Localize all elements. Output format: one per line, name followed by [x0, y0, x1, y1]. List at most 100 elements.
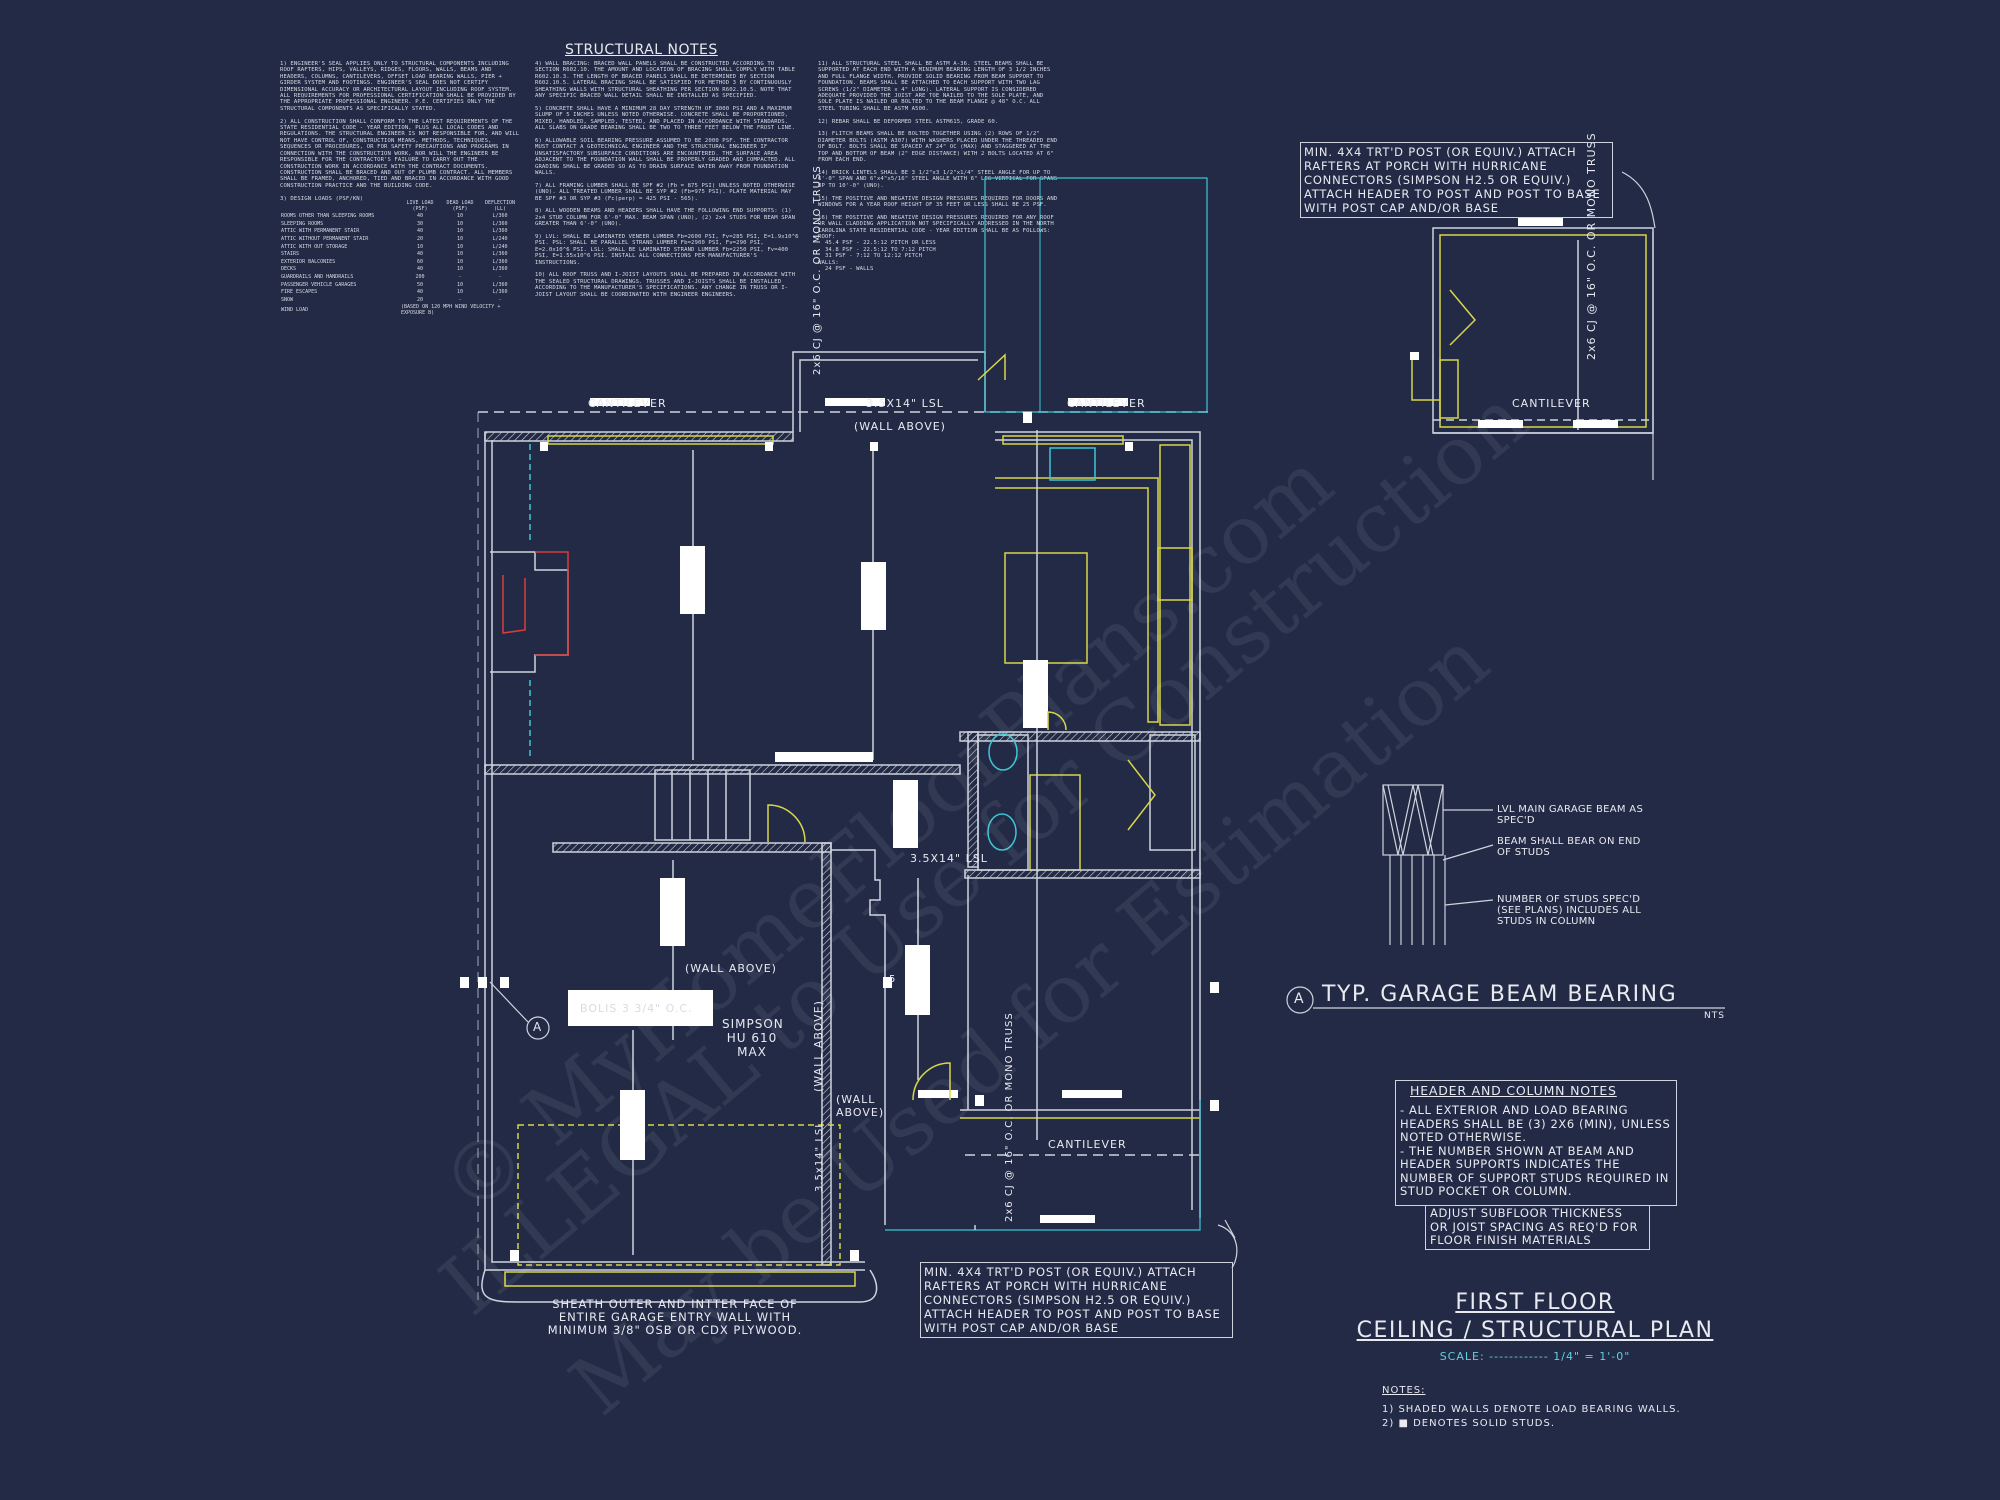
- design-loads-table: LIVE LOAD (PSF) DEAD LOAD (PSF) DEFLECTI…: [280, 200, 520, 318]
- wall-above-label-mid: (WALL ABOVE): [685, 962, 777, 975]
- loads-cell: 10: [456, 281, 464, 288]
- loads-cell: 40: [416, 251, 424, 258]
- loads-cell: DECKS: [281, 266, 297, 273]
- loads-cell: -: [458, 296, 462, 303]
- sink-bath: [987, 813, 1017, 851]
- stair: [654, 769, 751, 841]
- loads-header-deflection: DEFLECTION (LL): [484, 200, 516, 212]
- loads-cell: 40: [416, 266, 424, 273]
- bearing-label-1: LVL MAIN GARAGE BEAM AS SPEC'D: [1497, 804, 1644, 826]
- structural-notes-col3: 11) ALL STRUCTURAL STEEL SHALL BE ASTM A…: [818, 61, 1058, 272]
- porch-callout-top: MIN. 4x4 TRT'D POST (OR EQUIV.) ATTACH R…: [1300, 142, 1613, 218]
- loads-cell: L/360: [492, 228, 508, 235]
- loads-cell: 10: [456, 258, 464, 265]
- door-swing-5: [977, 353, 1006, 381]
- notes-title: NOTES:: [1382, 1385, 1426, 1396]
- note-1: 1) SHADED WALLS DENOTE LOAD BEARING WALL…: [1382, 1404, 1681, 1415]
- plan-scale: SCALE: ------------ 1/4" = 1'-0": [1439, 1350, 1631, 1363]
- loads-cell: 10: [456, 213, 464, 220]
- loads-cell: L/360: [492, 251, 508, 258]
- door-swing-4: [1047, 711, 1067, 731]
- sheath-bracket: [481, 1269, 878, 1303]
- wall-above-label-small: (WALL ABOVE): [836, 1093, 885, 1119]
- porch-top-right: [984, 177, 1208, 413]
- cantilever-label-top-right: CANTILEVER: [1067, 397, 1146, 410]
- door-swing-3: [1127, 759, 1156, 831]
- wall-above-label-top: (WALL ABOVE): [854, 420, 946, 433]
- loads-cell: 10: [456, 266, 464, 273]
- loads-cell: 10: [456, 251, 464, 258]
- bearing-beam-hatch: [1382, 784, 1444, 856]
- loads-cell: STAIRS: [281, 251, 300, 258]
- top-bump-wall-inner: [799, 359, 978, 432]
- loads-cell: ATTIC WITH PERMANENT STAIR: [281, 228, 360, 235]
- mid-wall-right: [959, 731, 1201, 742]
- loads-cell: -: [458, 273, 462, 280]
- bottom-porch: [885, 1100, 1201, 1231]
- loads-row: FIRE ESCAPES 40 10 L/360: [280, 289, 520, 297]
- loads-cell: L/360: [492, 281, 508, 288]
- loads-cell: 10: [456, 228, 464, 235]
- loads-cell: WIND LOAD: [281, 307, 309, 314]
- loads-cell: FIRE ESCAPES: [281, 289, 318, 296]
- subfloor-note: ADJUST SUBFLOOR THICKNESS OR JOIST SPACI…: [1425, 1205, 1650, 1250]
- bearing-label-2: BEAM SHALL BEAR ON END OF STUDS: [1497, 836, 1641, 858]
- loads-cell: ATTIC WITH OUT STORAGE: [281, 243, 348, 250]
- cantilever-label-bottom: CANTILEVER: [1048, 1138, 1127, 1151]
- garage-door-header: [504, 1271, 856, 1287]
- plan-title-line2: CEILING / STRUCTURAL PLAN: [1356, 1318, 1714, 1343]
- lsl-label-top: 3.5x14" LSL: [866, 397, 944, 410]
- loads-cell: ROOMS OTHER THAN SLEEPING ROOMS: [281, 213, 375, 220]
- loads-cell: 10: [416, 243, 424, 250]
- lower-right-wall: [964, 869, 1201, 879]
- plan-title-line1: FIRST FLOOR: [1455, 1290, 1615, 1315]
- right-exterior-wall-inner: [995, 439, 1193, 1210]
- sheath-note: SHEATH OUTER AND INTTER FACE OF ENTIRE G…: [547, 1297, 803, 1337]
- porch-cantilever-label: CANTILEVER: [1512, 397, 1591, 410]
- loads-cell: L/240: [492, 235, 508, 242]
- kitchen-island: [1004, 552, 1088, 664]
- porch-plan-inner: [1439, 234, 1647, 428]
- right-exterior-wall: [995, 431, 1201, 1218]
- loads-cell: EXTERIOR BALCONIES: [281, 258, 336, 265]
- loads-row: STAIRS 40 10 L/360: [280, 251, 520, 259]
- loads-cell: SLEEPING ROOMS: [281, 220, 324, 227]
- loads-cell: 40: [416, 289, 424, 296]
- loads-cell: L/360: [492, 289, 508, 296]
- loads-cell: 20: [416, 235, 424, 242]
- loads-header-row: LIVE LOAD (PSF) DEAD LOAD (PSF) DEFLECTI…: [280, 200, 520, 213]
- structural-notes-title: STRUCTURAL NOTES: [565, 42, 718, 58]
- wall-above-vertical-label: (WALL ABOVE): [812, 1000, 825, 1092]
- loads-cell: -: [498, 273, 502, 280]
- loads-cell: -: [498, 296, 502, 303]
- bearing-detail-title: TYP. GARAGE BEAM BEARING: [1322, 982, 1678, 1007]
- loads-cell: 10: [456, 243, 464, 250]
- loads-cell: PASSENGER VEHICLE GARAGES: [281, 281, 357, 288]
- garage-beam-label: BOLIS 3 3/4" O.C.: [580, 1002, 693, 1015]
- loads-cell: L/240: [492, 243, 508, 250]
- loads-row: PASSENGER VEHICLE GARAGES 50 10 L/360: [280, 282, 520, 290]
- loads-cell: L/360: [492, 258, 508, 265]
- bearing-label-3: NUMBER OF STUDS SPEC'D (SEE PLANS) INCLU…: [1497, 894, 1642, 927]
- cantilever-label-top-left: CANTILEVER: [588, 397, 667, 410]
- lsl-vertical-label: 3.5x14" LSL: [814, 1121, 825, 1192]
- loads-cell: 10: [456, 289, 464, 296]
- simpson-hanger-label: SIMPSON HU 610 MAX: [722, 1017, 784, 1059]
- porch-cj-label: 2x6 CJ @ 16" O.C. OR MONO TRUSS: [1585, 132, 1598, 360]
- cooktop: [1157, 547, 1193, 601]
- lsl-label-mid: 3.5x14" LSL: [910, 852, 988, 865]
- section-marker-a: A: [533, 1020, 543, 1034]
- laundry: [1149, 734, 1196, 851]
- structural-notes-col2: 4) WALL BRACING: BRACED WALL PANELS SHAL…: [535, 61, 799, 298]
- loads-cell: 50: [416, 281, 424, 288]
- bearing-detail-scale: NTS: [1704, 1011, 1725, 1021]
- kitchen-counter-right: [1159, 444, 1191, 726]
- note-2: 2) ■ DENOTES SOLID STUDS.: [1382, 1418, 1556, 1429]
- toilet: [988, 733, 1018, 771]
- door-swing-2: [912, 1062, 951, 1101]
